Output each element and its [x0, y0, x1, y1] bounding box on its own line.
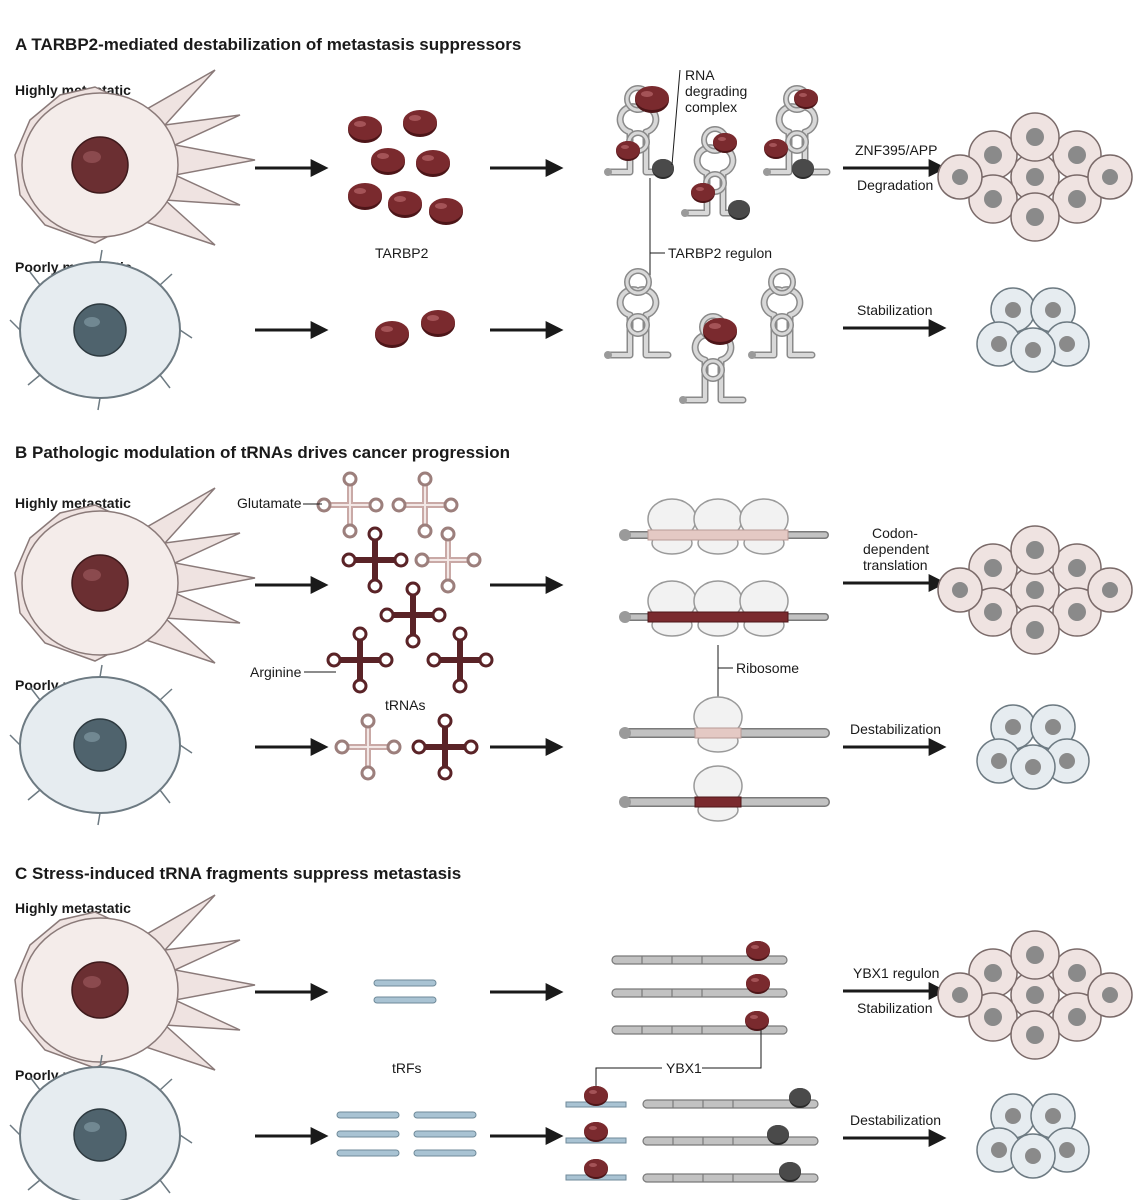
codon-dependent-translation-2: dependent — [863, 541, 929, 557]
codon-dependent-translation-3: translation — [863, 557, 928, 573]
tarbp2-proteins-low — [375, 310, 455, 348]
cell-highly-metastatic — [14, 487, 256, 664]
tumor-cluster-large — [937, 930, 1133, 1060]
leader-line — [649, 178, 665, 254]
rna-degrading-complex-label-2: degrading — [685, 83, 747, 99]
panel-c-highly-label: Highly metastatic — [15, 900, 131, 916]
leader-line — [595, 1067, 662, 1086]
panel-b: B Pathologic modulation of tRNAs drives … — [9, 443, 1133, 826]
leader-line — [702, 1030, 762, 1069]
ybx1-label: YBX1 — [666, 1060, 702, 1076]
znf395-app-label: ZNF395/APP — [855, 142, 937, 158]
mrnas-unbound — [642, 1088, 819, 1183]
ribosome-label: Ribosome — [736, 660, 799, 676]
leader-line — [717, 645, 733, 669]
codon-dependent-translation-1: Codon- — [872, 525, 918, 541]
trnas-label: tRNAs — [385, 697, 425, 713]
tumor-cluster-small — [976, 1093, 1090, 1179]
arginine-label: Arginine — [250, 664, 302, 680]
tarbp2-label: TARBP2 — [375, 245, 429, 261]
trnas-high — [318, 473, 492, 692]
destabilization-label: Destabilization — [850, 721, 941, 737]
rna-degrading-complex-label-3: complex — [685, 99, 737, 115]
tumor-cluster-large — [937, 525, 1133, 655]
polysome-light — [619, 498, 829, 555]
monosome-light — [619, 696, 830, 753]
panel-a: A TARBP2-mediated destabilization of met… — [9, 35, 1133, 411]
panel-a-title: A TARBP2-mediated destabilization of met… — [15, 35, 521, 54]
stabilization-label: Stabilization — [857, 302, 933, 318]
panel-b-title: B Pathologic modulation of tRNAs drives … — [15, 443, 510, 462]
tumor-cluster-small — [976, 287, 1090, 373]
trfs-high — [373, 979, 437, 1004]
panel-c-title: C Stress-induced tRNA fragments suppress… — [15, 864, 461, 883]
panel-b-highly-label: Highly metastatic — [15, 495, 131, 511]
trnas-low — [336, 715, 477, 779]
mrnas-ybx1-bound — [611, 941, 788, 1035]
tarbp2-proteins-high — [348, 110, 463, 225]
leader-line — [671, 69, 681, 166]
trfs-low — [336, 1111, 477, 1157]
tarbp2-regulon-label: TARBP2 regulon — [668, 245, 772, 261]
polysome-dark — [619, 580, 829, 637]
ybx1-regulon-label: YBX1 regulon — [853, 965, 939, 981]
tumor-cluster-small — [976, 704, 1090, 790]
stabilization-label: Stabilization — [857, 1000, 933, 1016]
monosome-dark — [619, 765, 830, 822]
degradation-label: Degradation — [857, 177, 933, 193]
ybx1-trf-complexes — [565, 1086, 627, 1181]
glutamate-label: Glutamate — [237, 495, 302, 511]
rna-degrading-complex-label-1: RNA — [685, 67, 715, 83]
tumor-cluster-large — [937, 112, 1133, 242]
cell-highly-metastatic — [14, 894, 256, 1071]
stem-loop-rnas-low — [604, 271, 812, 404]
destabilization-label: Destabilization — [850, 1112, 941, 1128]
panel-c: C Stress-induced tRNA fragments suppress… — [9, 864, 1133, 1200]
trfs-label: tRFs — [392, 1060, 422, 1076]
